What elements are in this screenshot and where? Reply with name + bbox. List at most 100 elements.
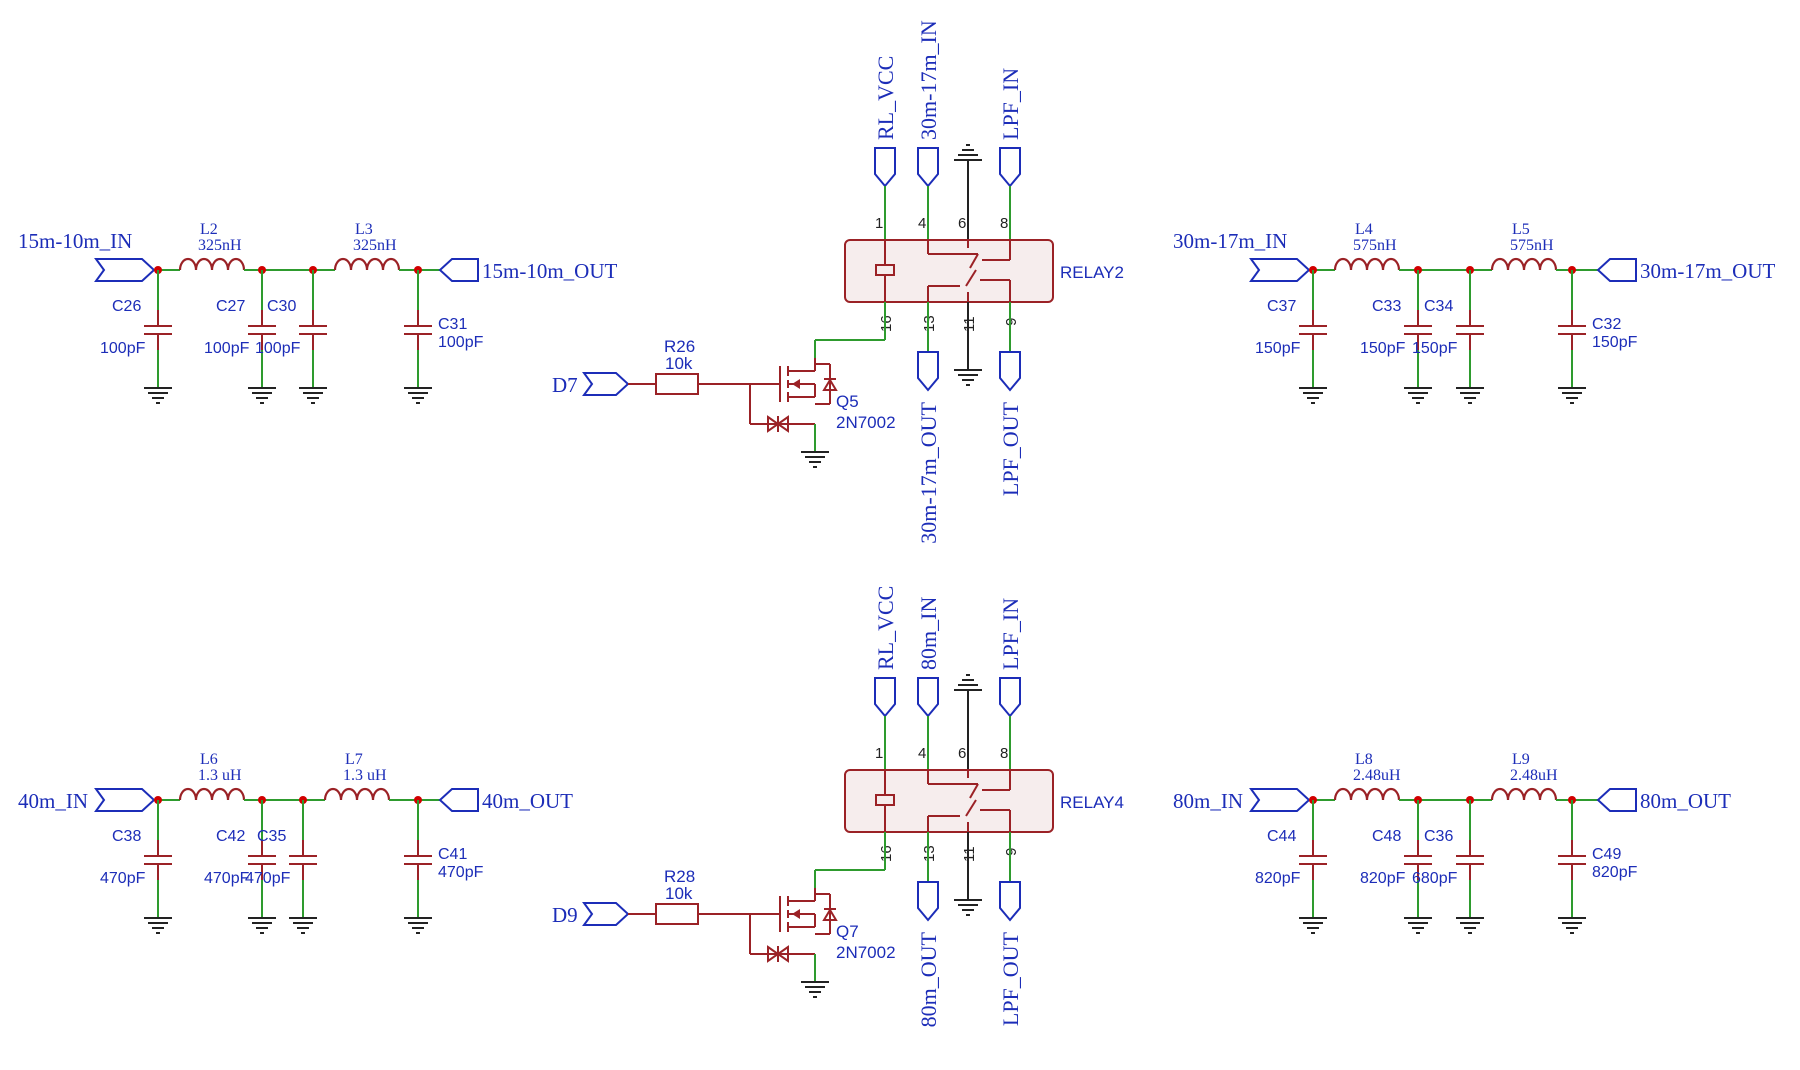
relay-contact	[969, 253, 979, 269]
zener-diode-icon	[776, 945, 789, 963]
net-label-in: 15m-10m_IN	[18, 229, 132, 253]
pin-number: 9	[1003, 318, 1020, 326]
pin-number: 13	[921, 315, 938, 332]
mosfet-value: 2N7002	[836, 413, 896, 432]
net-port-icon	[999, 881, 1021, 922]
relay-body	[844, 239, 1054, 303]
capacitor-ref: C37	[1267, 298, 1296, 315]
pin-number: 1	[875, 745, 883, 762]
pin-number: 9	[1003, 848, 1020, 856]
resistor-value: 10k	[665, 884, 693, 903]
net-label-out: 80m_OUT	[1640, 789, 1731, 813]
net-port-icon	[1596, 258, 1637, 282]
net-label-in-a: 30m-17m_IN	[916, 20, 941, 140]
inductor-value: 325nH	[353, 237, 397, 254]
inductor-ref: L2	[200, 221, 218, 238]
resistor-icon	[655, 903, 699, 925]
net-port-icon	[917, 677, 939, 718]
net-port-icon	[917, 147, 939, 188]
ground-icon	[1557, 917, 1587, 934]
mosfet-arrow-icon	[792, 379, 800, 389]
capacitor-ref: C49	[1592, 846, 1621, 863]
inductor-ref: L9	[1512, 751, 1530, 768]
capacitor-value: 470pF	[438, 864, 484, 881]
inductor-ref: L6	[200, 751, 218, 768]
net-port-icon	[917, 351, 939, 392]
inductor-ref: L8	[1355, 751, 1373, 768]
zener-diode-icon	[767, 415, 780, 433]
inductor-ref: L4	[1355, 221, 1373, 238]
net-port-icon	[438, 788, 479, 812]
resistor-ref: R28	[664, 867, 695, 886]
ground-icon	[298, 387, 328, 404]
ground-icon	[1403, 387, 1433, 404]
net-label-in: 30m-17m_IN	[1173, 229, 1287, 253]
inductor-icon	[1333, 257, 1401, 271]
capacitor-value: 150pF	[1592, 334, 1638, 351]
ground-icon	[1298, 387, 1328, 404]
pin-number: 11	[961, 316, 978, 332]
net-label-out-a: 80m_OUT	[916, 931, 941, 1027]
inductor-value: 1.3 uH	[198, 767, 242, 784]
capacitor-ref: C32	[1592, 316, 1621, 333]
ground-icon	[953, 899, 983, 916]
net-label-out: 15m-10m_OUT	[482, 259, 617, 283]
net-port-icon	[438, 258, 479, 282]
ground-icon	[1455, 387, 1485, 404]
net-label-out: 30m-17m_OUT	[1640, 259, 1775, 283]
net-label-out-b: LPF_OUT	[998, 931, 1023, 1026]
ground-icon	[247, 387, 277, 404]
mosfet-arrow-icon	[792, 909, 800, 919]
relay-ref: RELAY4	[1060, 793, 1124, 812]
capacitor-ref: C48	[1372, 828, 1401, 845]
capacitor-ref: C44	[1267, 828, 1296, 845]
capacitor-value: 100pF	[204, 340, 250, 357]
ground-icon	[1455, 917, 1485, 934]
capacitor-value: 470pF	[100, 870, 146, 887]
ground-icon	[1403, 917, 1433, 934]
capacitor-ref: C30	[267, 298, 296, 315]
pin-number: 8	[1000, 745, 1008, 762]
capacitor-value: 100pF	[255, 340, 301, 357]
ground-icon	[1557, 387, 1587, 404]
ground-icon	[288, 917, 318, 934]
net-port-icon	[999, 147, 1021, 188]
inductor-icon	[178, 787, 246, 801]
pin-number: 13	[921, 845, 938, 862]
inductor-ref: L5	[1512, 221, 1530, 238]
relay-body	[844, 769, 1054, 833]
pin-number: 11	[961, 846, 978, 862]
net-port-icon	[1596, 788, 1637, 812]
inductor-value: 575nH	[1510, 237, 1554, 254]
relay-contact	[965, 269, 977, 287]
capacitor-ref: C27	[216, 298, 245, 315]
inductor-icon	[178, 257, 246, 271]
net-label-in-b: LPF_IN	[998, 68, 1023, 140]
pin-number: 6	[958, 745, 966, 762]
capacitor-value: 820pF	[1255, 870, 1301, 887]
ground-icon	[953, 369, 983, 386]
capacitor-value: 100pF	[100, 340, 146, 357]
net-label-out-a: 30m-17m_OUT	[916, 401, 941, 543]
capacitor-ref: C33	[1372, 298, 1401, 315]
capacitor-ref: C42	[216, 828, 245, 845]
net-label-drive: D7	[552, 373, 578, 397]
net-label-out-b: LPF_OUT	[998, 401, 1023, 496]
capacitor-value: 680pF	[1412, 870, 1458, 887]
inductor-icon	[1490, 787, 1558, 801]
zener-diode-icon	[767, 945, 780, 963]
capacitor-value: 470pF	[204, 870, 250, 887]
inductor-icon	[323, 787, 391, 801]
mosfet-ref: Q5	[836, 392, 859, 411]
inductor-icon	[333, 257, 401, 271]
mosfet-value: 2N7002	[836, 943, 896, 962]
inductor-value: 325nH	[198, 237, 242, 254]
inductor-value: 2.48uH	[1353, 767, 1401, 784]
net-port-icon	[582, 372, 630, 396]
resistor-icon	[655, 373, 699, 395]
pin-number: 4	[918, 745, 926, 762]
inductor-value: 575nH	[1353, 237, 1397, 254]
capacitor-value: 150pF	[1360, 340, 1406, 357]
